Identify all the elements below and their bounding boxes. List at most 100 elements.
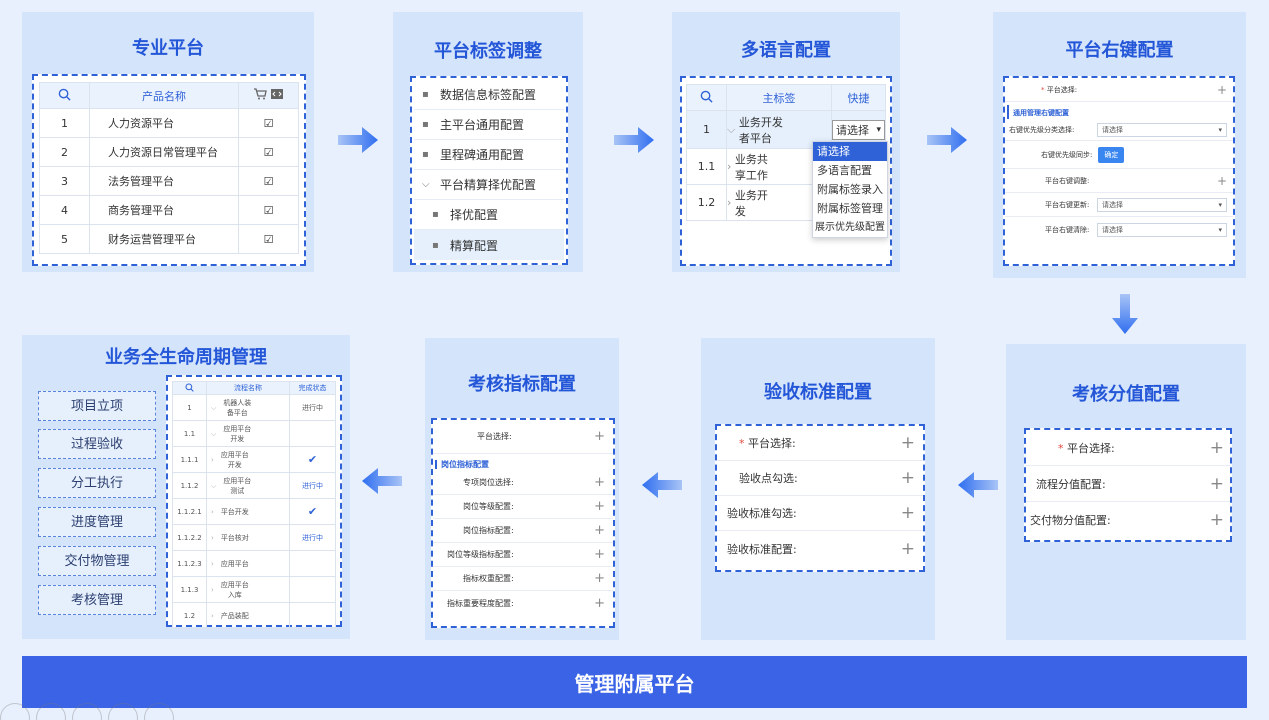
menu-item-optimal[interactable]: ▪择优配置 [414,200,564,230]
chevron-right-icon: › [211,455,214,464]
search-icon[interactable] [686,84,727,111]
col-main-tag: 主标签 [726,84,832,111]
shortcut-dropdown-menu: 请选择 多语言配置 附属标签录入 附属标签管理 展示优先级配置 [812,141,888,238]
table-row[interactable]: 1.1.3›应用平台入库 [172,576,336,603]
slides-icon[interactable] [72,703,102,720]
zoom-icon[interactable] [108,703,138,720]
more-icon[interactable] [144,703,174,720]
plus-icon[interactable]: + [900,503,915,523]
checkbox-checked-icon[interactable]: ☑ [238,224,299,254]
table-row[interactable]: 1.1.2.1›平台开发✔ [172,498,336,525]
form-row: 右键优先级同步: 确定 [1005,141,1233,169]
table-row[interactable]: 1.1.2.3›应用平台 [172,550,336,577]
box-progress-management[interactable]: 进度管理 [38,507,156,537]
dropdown-option[interactable]: 请选择 [813,142,887,161]
plus-icon[interactable]: + [594,547,605,562]
priority-category-select[interactable]: 请选择▾ [1097,122,1227,137]
box-process-acceptance[interactable]: 过程验收 [38,429,156,459]
section-heading: 通用管理右键配置 [1007,105,1233,119]
plus-icon[interactable]: + [594,475,605,490]
menu-item-actuarial-config[interactable]: ▪精算配置 [414,230,564,260]
plus-icon[interactable]: + [900,538,915,559]
table-row[interactable]: 1.1⌵应用平台开发 [172,420,336,447]
form-row: 岗位等级配置:+ [433,495,613,519]
plus-icon[interactable]: + [594,523,605,538]
chevron-right-icon: › [211,507,214,516]
table-row[interactable]: 1⌵机器人装备平台进行中 [172,394,336,421]
panel-title: 多语言配置 [741,40,831,61]
checkbox-checked-icon[interactable]: ☑ [238,108,299,138]
tag-menu-frame: ▪数据信息标签配置 ▪主平台通用配置 ▪里程碑通用配置 ⌵平台精算择优配置 ▪择… [410,76,568,265]
clear-select[interactable]: 请选择▾ [1097,223,1227,237]
arrow-left-icon [360,466,404,496]
form-row: 专项岗位选择:+ [433,471,613,495]
menu-item-actuarial[interactable]: ⌵平台精算择优配置 [414,170,564,200]
table-row[interactable]: 1.1.2.2›平台核对进行中 [172,524,336,551]
form-row: 交付物分值配置:+ [1030,510,1224,530]
plus-icon[interactable]: + [1216,82,1227,97]
plus-icon[interactable]: + [900,433,915,453]
menu-item-data-tag[interactable]: ▪数据信息标签配置 [414,80,564,110]
panel-lifecycle: 业务全生命周期管理 项目立项 过程验收 分工执行 进度管理 交付物管理 考核管理… [22,335,350,639]
plus-icon[interactable]: + [594,595,605,611]
chevron-right-icon: › [211,559,214,568]
plus-icon[interactable]: + [594,429,605,444]
form-row: 右键优先级分类选择: 请选择▾ [1005,119,1233,141]
form-row: 指标权重配置:+ [433,567,613,591]
form-row: 岗位指标配置:+ [433,519,613,543]
dropdown-option[interactable]: 展示优先级配置 [815,222,885,233]
chevron-right-icon: › [211,533,214,542]
checkbox-checked-icon[interactable]: ☑ [238,166,299,196]
check-icon: ✔ [289,498,336,525]
arrow-right-icon [612,125,656,155]
plus-icon[interactable]: + [1209,473,1224,494]
form-row: 平台右键调整: + [1005,169,1233,193]
form-row: 平台右键清除: 请选择▾ [1005,217,1233,243]
plus-icon[interactable]: + [594,499,605,514]
chevron-down-icon: ⌵ [211,429,217,438]
plus-icon[interactable]: + [1216,173,1227,188]
shortcut-select[interactable]: 请选择▾ [832,119,885,140]
confirm-button[interactable]: 确定 [1098,146,1125,163]
form-row: 平台右键更新: 请选择▾ [1005,193,1233,217]
dropdown-option[interactable]: 附属标签录入 [817,183,883,196]
dropdown-option[interactable]: 附属标签管理 [817,202,883,215]
table-row[interactable]: 1.1.2⌵应用平台测试进行中 [172,472,336,499]
chevron-right-icon: › [727,159,732,173]
panel-title: 考核指标配置 [468,374,576,395]
arrow-right-icon [336,125,380,155]
chevron-right-icon: › [727,195,732,209]
box-division-execution[interactable]: 分工执行 [38,468,156,498]
acceptance-form-frame: * 平台选择:+ 验收点勾选:+ 验收标准勾选:+ 验收标准配置:+ [715,424,925,572]
update-select[interactable]: 请选择▾ [1097,197,1227,212]
plus-icon[interactable]: + [900,468,915,488]
box-assessment-management[interactable]: 考核管理 [38,585,156,615]
dropdown-option[interactable]: 多语言配置 [817,164,872,177]
plus-icon[interactable]: + [1209,437,1224,458]
score-form-frame: * 平台选择:+ 流程分值配置:+ 交付物分值配置:+ [1024,428,1232,542]
chevron-down-icon: ⌵ [727,122,736,136]
col-status: 完成状态 [289,381,336,395]
panel-title: 验收标准配置 [764,382,872,403]
form-row: * 平台选择:+ [717,426,923,461]
table-row[interactable]: 1.2›产品装配 [172,602,336,629]
menu-item-main-platform[interactable]: ▪主平台通用配置 [414,110,564,140]
plus-icon[interactable]: + [594,571,605,586]
box-deliverable-management[interactable]: 交付物管理 [38,546,156,576]
checkbox-checked-icon[interactable]: ☑ [238,195,299,225]
menu-item-milestone[interactable]: ▪里程碑通用配置 [414,140,564,170]
table-row[interactable]: 1.1.1›应用平台开发✔ [172,446,336,473]
form-row: * 平台选择:+ [1026,430,1230,466]
search-icon[interactable] [172,381,207,395]
plus-icon[interactable]: + [1209,510,1224,530]
search-icon[interactable] [39,82,90,109]
box-project-initiation[interactable]: 项目立项 [38,391,156,421]
pen-icon[interactable] [36,703,66,720]
prev-icon[interactable] [0,703,30,720]
checkbox-checked-icon[interactable]: ☑ [238,137,299,167]
